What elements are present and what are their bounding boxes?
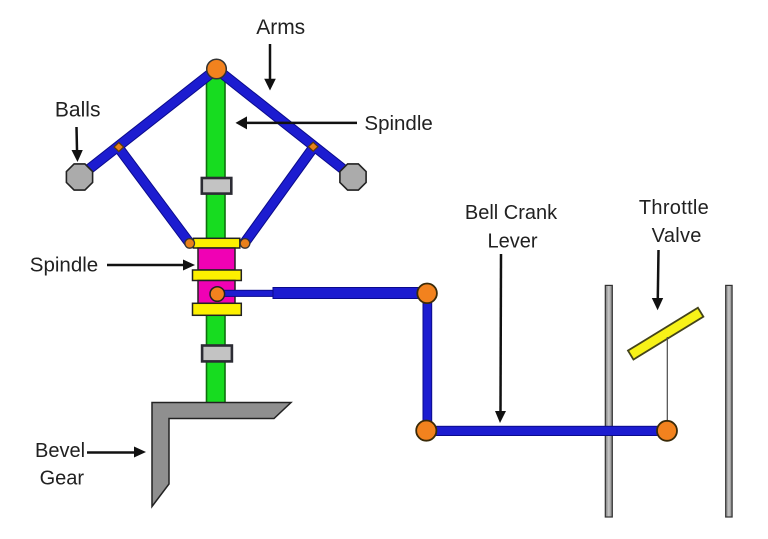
svg-text:Spindle: Spindle bbox=[30, 254, 98, 277]
svg-text:Lever: Lever bbox=[487, 230, 537, 252]
svg-text:Bell Crank: Bell Crank bbox=[465, 202, 558, 224]
svg-text:Balls: Balls bbox=[55, 99, 101, 122]
svg-text:Bevel: Bevel bbox=[35, 440, 85, 462]
svg-text:Arms: Arms bbox=[256, 16, 305, 39]
svg-text:Valve: Valve bbox=[652, 225, 702, 247]
svg-text:Gear: Gear bbox=[40, 468, 85, 490]
svg-text:Spindle: Spindle bbox=[364, 112, 432, 135]
svg-text:Throttle: Throttle bbox=[639, 197, 709, 219]
